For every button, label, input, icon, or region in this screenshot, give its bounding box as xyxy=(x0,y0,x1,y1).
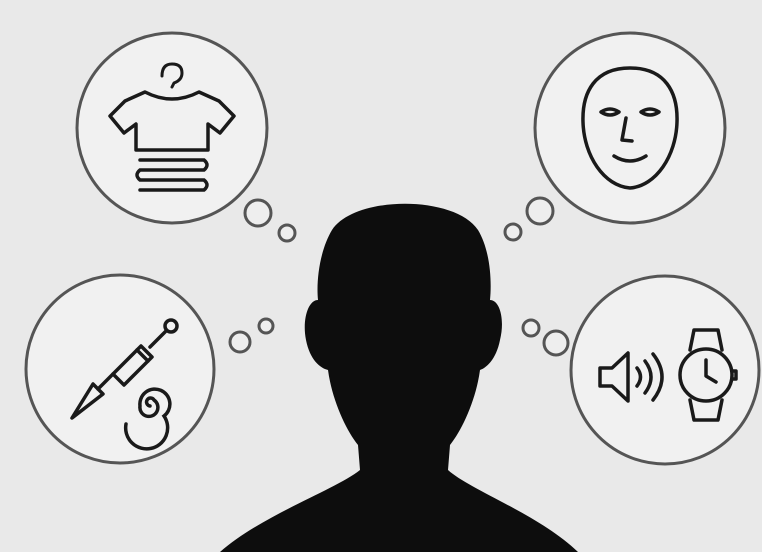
bubble-circle xyxy=(77,33,267,223)
thought-bubble-clothing xyxy=(77,33,267,223)
thought-bubble-tattoo xyxy=(26,275,214,463)
thought-bubble-face xyxy=(535,33,725,223)
thought-bubble-accessories xyxy=(571,276,759,464)
bubble-circle xyxy=(535,33,725,223)
